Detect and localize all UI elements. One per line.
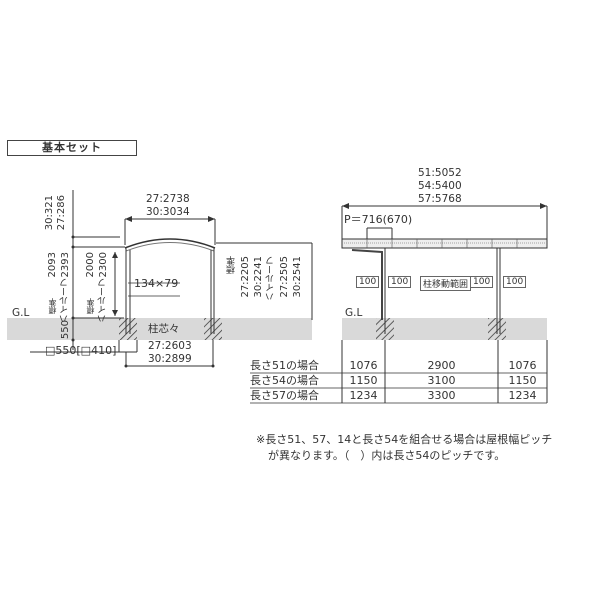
post-center-30: 30:2899: [148, 353, 192, 365]
move-left-100-b: 100: [388, 276, 412, 288]
move-right-100-b: 100: [503, 276, 527, 288]
width-dim-30: 30:3034: [146, 206, 190, 218]
row-label: 長さ57の場合: [250, 389, 319, 402]
right-height-high-label: ハイルーフ: [266, 256, 276, 301]
move-range-label: 柱移動範囲: [420, 276, 472, 291]
row-label: 長さ51の場合: [250, 359, 319, 372]
height-left-std-label: 標準: [48, 298, 57, 314]
table-row: 長さ54の場合 1150 3100 1150: [250, 374, 547, 388]
height-inner-std-label: 標準: [86, 298, 95, 314]
note-line-1: ※長さ51、57、14と長さ54を組合せる場合は屋根幅ピッチ: [256, 433, 553, 446]
foundation-size: □550[□410]: [45, 344, 117, 357]
height-inner-high: 2300: [98, 252, 109, 278]
length-54: 54:5400: [418, 180, 462, 192]
length-57: 57:5768: [418, 193, 462, 205]
gl-label-front: G.L: [12, 307, 30, 319]
row-label: 長さ54の場合: [250, 374, 319, 387]
pitch-label: P＝716(670): [344, 213, 413, 226]
gl-label-side: G.L: [345, 307, 363, 319]
cell: 3100: [427, 374, 456, 387]
right-height-std-30: 30:2241: [253, 256, 264, 298]
right-height-high-30: 30:2541: [292, 256, 303, 298]
overhang-dim-27: 27:286: [56, 195, 67, 231]
cell: 1150: [349, 374, 378, 387]
section-title: 基本セット: [7, 140, 137, 156]
post-center-27: 27:2603: [148, 340, 192, 352]
height-inner-high-label: ハイルーフ: [98, 278, 108, 323]
right-height-std-27: 27:2205: [240, 256, 251, 298]
post-center-label: 柱芯々: [148, 323, 180, 335]
note-line-2: が異なります。（ ）内は長さ54のピッチです。: [268, 449, 506, 462]
right-height-std-label: 標準: [227, 256, 237, 274]
cell: 1234: [508, 389, 537, 402]
overhang-dim-30: 30:321: [44, 195, 55, 231]
move-left-100-a: 100: [356, 276, 380, 288]
cell: 1076: [508, 359, 537, 372]
post-size: 134×79: [134, 277, 179, 290]
foundation-depth: 550: [60, 320, 71, 340]
cell: 1234: [349, 389, 378, 402]
cell: 1150: [508, 374, 537, 387]
cell: 2900: [427, 359, 456, 372]
height-left-std: 2093: [47, 252, 58, 278]
move-right-100-a: 100: [470, 276, 494, 288]
length-51: 51:5052: [418, 167, 462, 179]
width-dim-27: 27:2738: [146, 193, 190, 205]
right-height-high-27: 27:2505: [279, 256, 290, 298]
height-inner-std: 2000: [85, 252, 96, 278]
cell: 1076: [349, 359, 378, 372]
table-row: 長さ57の場合 1234 3300 1234: [250, 389, 547, 403]
height-left-high: 2393: [60, 252, 71, 278]
height-left-high-label: ハイルーフ: [60, 278, 70, 323]
table-row: 長さ51の場合 1076 2900 1076: [250, 359, 547, 373]
cell: 3300: [427, 389, 456, 402]
